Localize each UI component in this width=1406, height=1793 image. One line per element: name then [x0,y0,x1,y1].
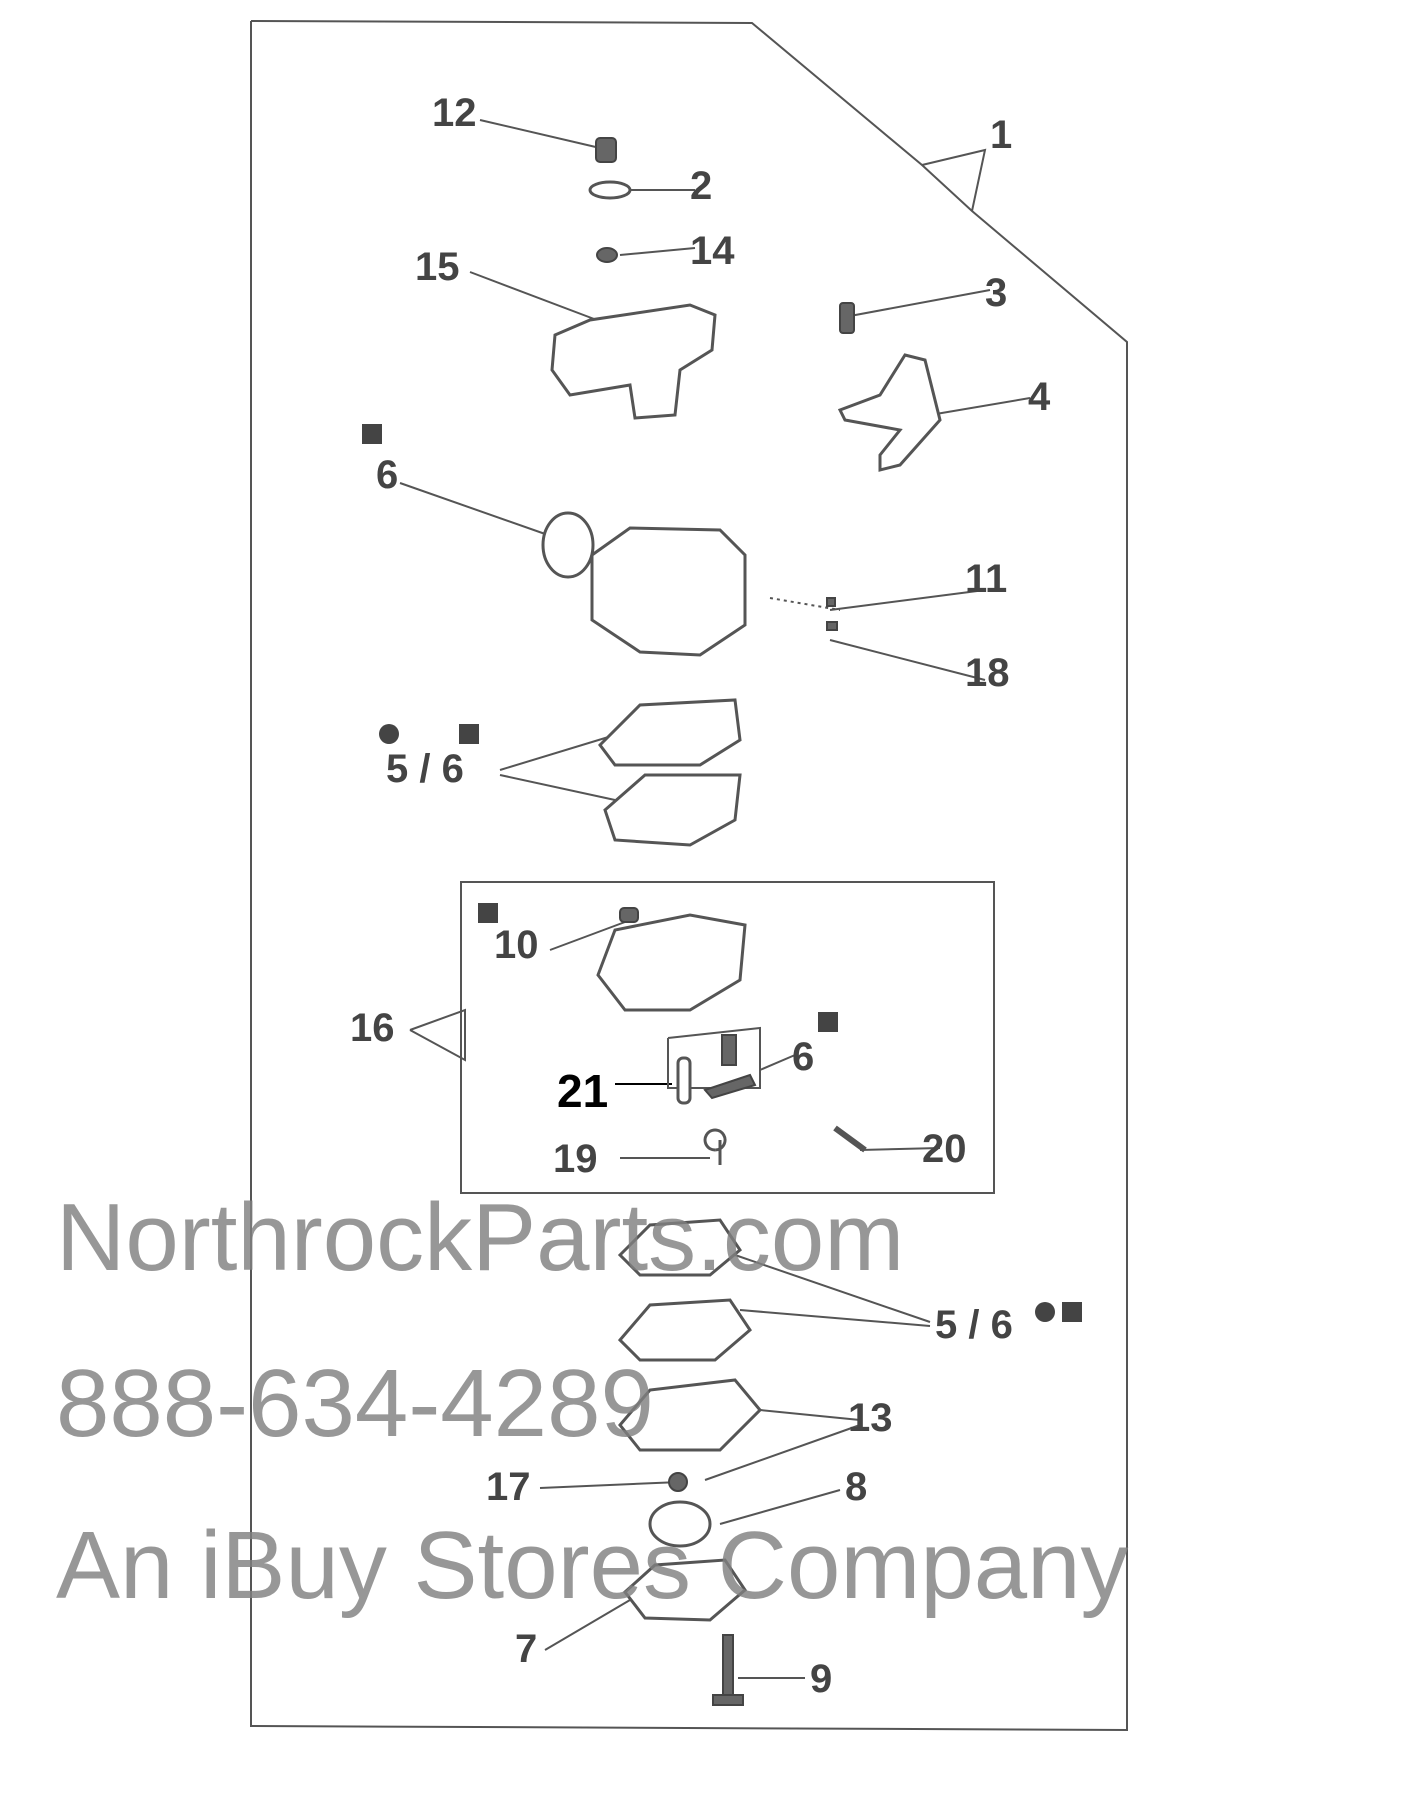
screw-3 [839,302,855,334]
subassembly-box-16 [460,881,995,1194]
part-drawings [541,137,942,1706]
kit-part-circle-icon [379,724,399,744]
gasket-5-6-upper [598,698,742,767]
label-15: 15 [415,245,460,289]
shaft-20 [833,1125,867,1153]
screw-9 [722,1634,734,1701]
label-9: 9 [810,1657,832,1701]
metering-body-16 [596,913,747,1012]
label-18: 18 [965,651,1010,695]
part-labels: 1 12 2 14 15 3 4 6 11 18 5 / 6 10 16 21 … [350,91,1051,1701]
kit-part-square-icon [1062,1302,1082,1322]
screen-8 [648,1500,712,1548]
plug-10 [619,907,639,923]
label-5-6: 5 / 6 [386,747,464,791]
kit-part-circle-icon [1035,1302,1055,1322]
lever-6 [703,1073,757,1100]
kit-markers [362,424,1082,1322]
label-10: 10 [494,923,539,967]
needle-21 [676,1056,692,1105]
label-12: 12 [432,91,477,135]
washer-2 [588,180,632,200]
label-6: 6 [376,453,398,497]
label-13: 13 [848,1396,893,1440]
pump-cover-13 [618,1378,763,1452]
kit-part-square-icon [459,724,479,744]
label-20: 20 [922,1127,967,1171]
lever-4 [837,353,942,472]
kit-part-square-icon [362,424,382,444]
gasket-ring-6 [541,511,595,579]
label-1: 1 [990,113,1012,157]
label-21: 21 [557,1065,608,1117]
kit-part-square-icon [818,1012,838,1032]
label-14: 14 [690,229,735,273]
label-3: 3 [985,271,1007,315]
carburetor-body [590,526,747,657]
watermark-company: An iBuy Stores Company [56,1512,1129,1619]
label-8: 8 [845,1465,867,1509]
kit-part-square-icon [478,903,498,923]
part-14 [596,247,618,263]
label-19: 19 [553,1137,598,1181]
spring-6 [721,1034,737,1066]
label-6-kit: 6 [792,1035,814,1079]
screw-12 [595,137,617,163]
watermark-website: NorthrockParts.com [56,1184,905,1291]
watermark-phone: 888-634-4289 [56,1350,654,1457]
leader-lines [399,119,1031,1679]
part-17 [668,1472,688,1492]
diaphragm-5-6-lower [617,1298,752,1362]
assembly-outline [250,20,1128,1732]
spring-11-18 [826,597,838,631]
label-7: 7 [515,1627,537,1671]
label-4: 4 [1028,375,1051,419]
label-2: 2 [690,164,712,208]
gasket-5-6-lower [617,1218,742,1277]
pin-19 [703,1128,727,1165]
cover-15 [550,303,717,420]
label-5-6-lower: 5 / 6 [935,1303,1013,1347]
label-11: 11 [965,557,1007,601]
label-16: 16 [350,1006,395,1050]
label-17: 17 [486,1465,531,1509]
diaphragm-5-6-upper [603,773,742,847]
cover-7 [622,1558,747,1622]
